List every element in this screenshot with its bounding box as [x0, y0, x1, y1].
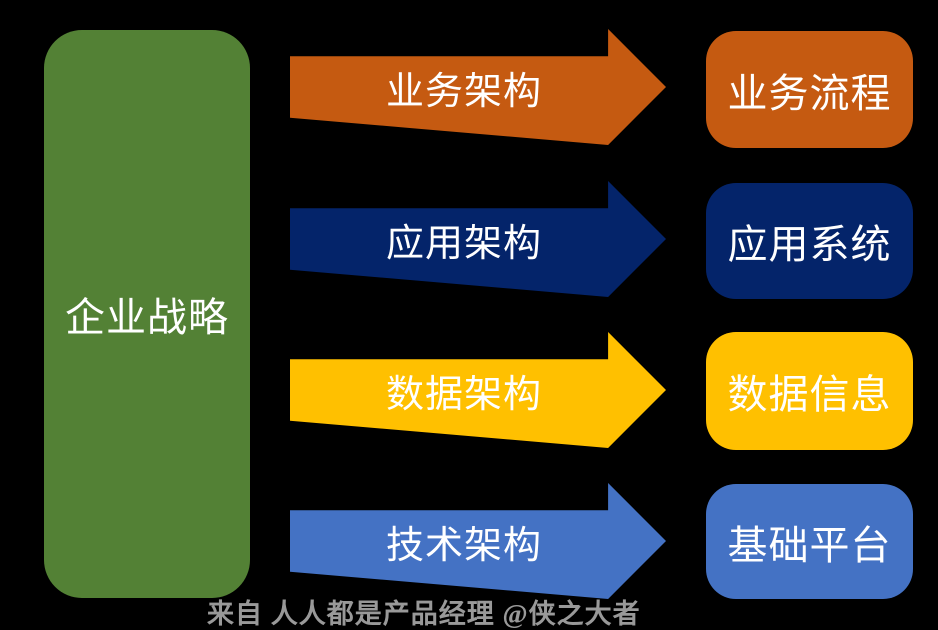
box-data-information: 数据信息: [706, 332, 913, 450]
arrow-label: 应用架构: [385, 222, 542, 265]
arrow-label: 技术架构: [385, 524, 542, 567]
box-label: 应用系统: [727, 223, 892, 267]
arrow-label: 业务架构: [385, 70, 542, 113]
arrow-technology-architecture: 技术架构: [290, 483, 666, 599]
arrow-data-architecture: 数据架构: [290, 332, 666, 448]
enterprise-strategy-label: 企业战略: [65, 296, 229, 340]
box-basic-platform: 基础平台: [706, 484, 913, 599]
arrow-business-architecture: 业务架构: [290, 29, 666, 145]
enterprise-strategy-box: 企业战略: [44, 30, 250, 598]
arrow-application-architecture: 应用架构: [290, 181, 666, 297]
arrow-label: 数据架构: [385, 373, 542, 416]
watermark-credit: 来自 人人都是产品经理 @侠之大者: [207, 599, 641, 629]
box-application-system: 应用系统: [706, 183, 913, 299]
box-label: 数据信息: [727, 373, 892, 417]
box-label: 业务流程: [727, 71, 892, 116]
box-business-process: 业务流程: [706, 31, 913, 148]
box-label: 基础平台: [727, 523, 892, 568]
